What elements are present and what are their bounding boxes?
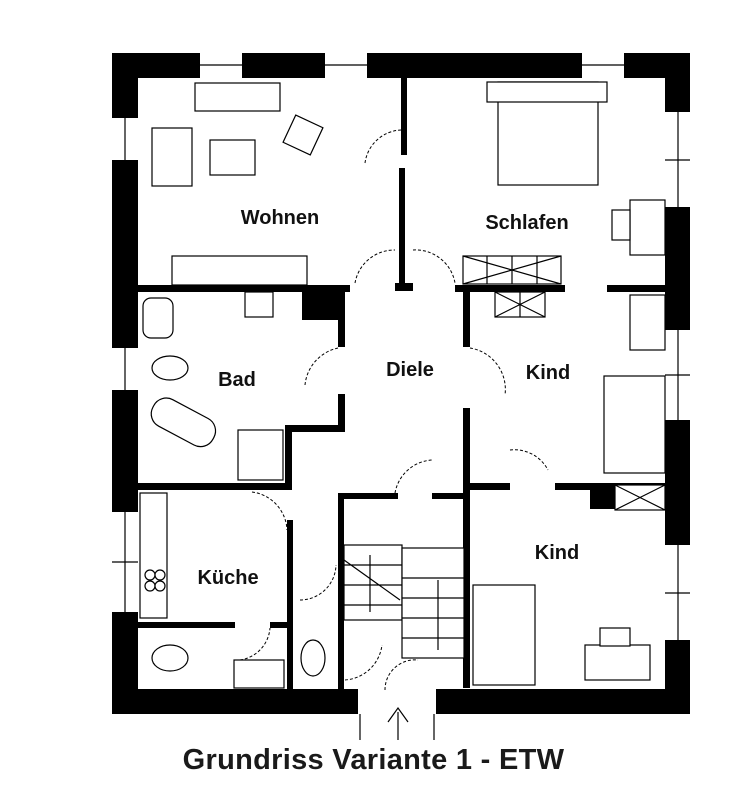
room-label-kueche: Küche	[197, 567, 258, 589]
armchair-icon	[151, 127, 193, 187]
desk-icon	[584, 644, 651, 681]
bathtub-icon	[150, 397, 217, 448]
coffee-table-icon	[209, 139, 256, 176]
desk-icon	[629, 199, 666, 256]
single-bed-icon	[603, 375, 666, 474]
room-label-schlafen: Schlafen	[485, 212, 568, 234]
interior-walls	[138, 78, 665, 690]
desk-icon	[629, 294, 666, 351]
toilet-icon	[151, 644, 189, 672]
staircase-icon	[343, 544, 465, 659]
furniture	[139, 81, 666, 689]
toilet-icon	[300, 639, 326, 677]
wardrobe-icon	[462, 255, 562, 318]
room-label-bad: Bad	[218, 369, 256, 391]
entrance-arrow-icon	[359, 706, 435, 740]
sink-icon	[142, 297, 174, 339]
plan-title: Grundriss Variante 1 - ETW	[182, 744, 565, 776]
cabinet-icon	[233, 659, 285, 689]
windows	[112, 53, 690, 640]
toilet-icon	[151, 355, 189, 381]
room-label-kind-1: Kind	[526, 362, 570, 384]
sofa-icon	[194, 82, 281, 112]
shower-icon	[237, 429, 284, 481]
kitchen-counter-icon	[139, 492, 168, 619]
room-label-diele: Diele	[386, 359, 434, 381]
shower-drain-icon	[244, 291, 274, 318]
tv-sideboard-icon	[171, 255, 308, 286]
door-swings	[239, 129, 549, 691]
chair-icon	[282, 114, 324, 156]
room-label-kind-2: Kind	[535, 542, 579, 564]
room-label-wohnen: Wohnen	[241, 207, 320, 229]
single-bed-icon	[472, 584, 536, 686]
